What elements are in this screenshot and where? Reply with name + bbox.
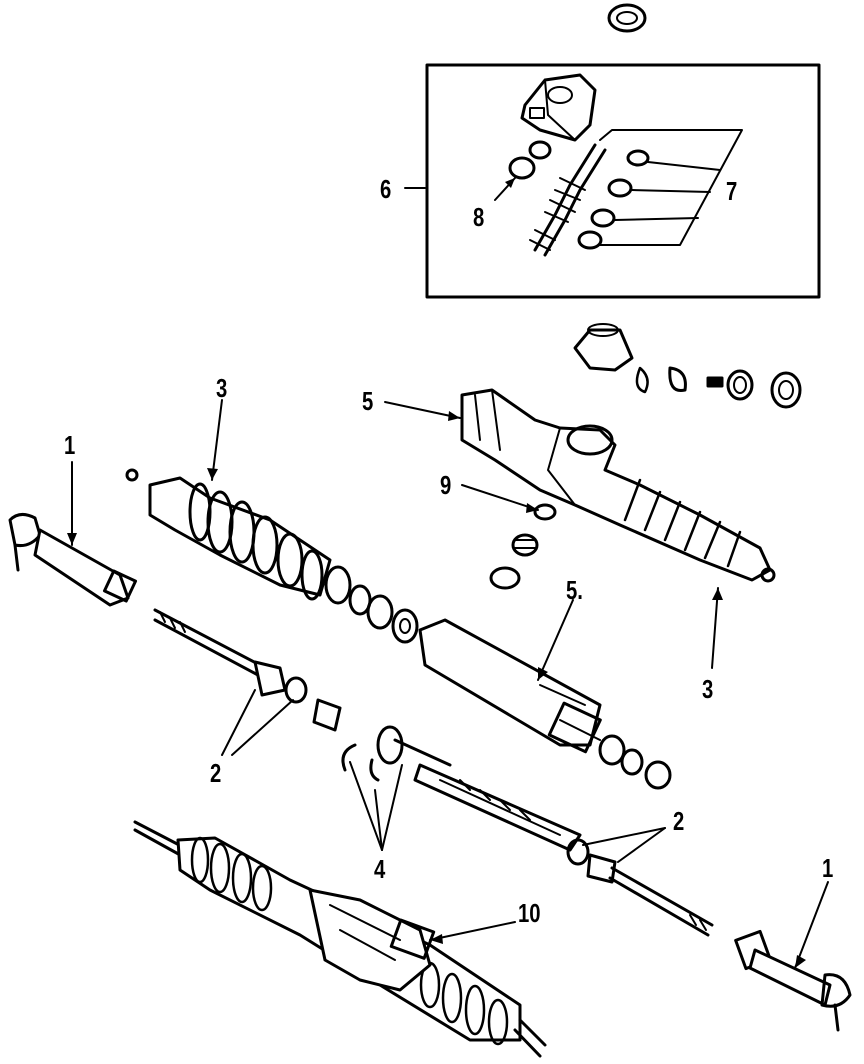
callout-1-right: 1: [822, 853, 834, 883]
top-dust-seal: [607, 3, 647, 33]
pinion-housing: [520, 73, 597, 142]
yoke-plug: [489, 566, 521, 590]
tie-rod-end-left: [8, 513, 138, 607]
leader-2-right: [582, 827, 666, 863]
callout-2-left: 2: [210, 758, 222, 788]
callout-6: 6: [380, 174, 392, 204]
leader-3-upper: [211, 399, 223, 481]
leader-3-right: [711, 587, 719, 669]
inner-tie-rod-right: [566, 838, 714, 937]
callout-9: 9: [440, 470, 452, 500]
callout-7: 7: [726, 176, 738, 206]
cylinder-tube: [418, 618, 602, 754]
seal-9: [533, 503, 557, 521]
rack-bar: [312, 698, 582, 852]
callout-3-upper: 3: [216, 373, 228, 403]
steering-gear-assembly: [133, 820, 547, 1058]
leader-5-lower: [537, 599, 574, 681]
pinion-shaft: [529, 143, 607, 257]
rack-housing-upper: [460, 388, 776, 583]
callout-10: 10: [518, 898, 541, 928]
o-rings: [577, 149, 650, 250]
leader-5-upper: [384, 401, 461, 419]
tie-rod-end-right: [734, 929, 852, 1032]
leader-2-left: [221, 689, 294, 756]
bearing-upper: [528, 140, 552, 160]
bearing-lower: [508, 156, 536, 180]
callout-3-lower: 3: [702, 674, 714, 704]
rack-seal-chain: [324, 565, 419, 644]
leader-10: [429, 921, 516, 941]
leader-1-right: [794, 881, 829, 969]
retaining-rings: [341, 743, 380, 782]
left-boot: [125, 468, 332, 601]
upper-seals: [573, 323, 802, 409]
leader-7: [599, 129, 743, 246]
callout-8: 8: [473, 202, 485, 232]
spring-coils: [514, 539, 536, 549]
callout-2-right: 2: [673, 806, 685, 836]
leader-9: [461, 484, 539, 511]
pinion-inset-box: [425, 63, 821, 299]
leader-4: [349, 761, 403, 851]
callout-1-left: 1: [64, 430, 76, 460]
spring-part: [511, 533, 539, 557]
callout-5-lower: 5.: [566, 575, 583, 605]
inner-tie-rod-left: [153, 608, 308, 704]
callout-5-upper: 5: [362, 386, 374, 416]
callout-4: 4: [374, 854, 386, 884]
end-seals: [598, 734, 672, 790]
